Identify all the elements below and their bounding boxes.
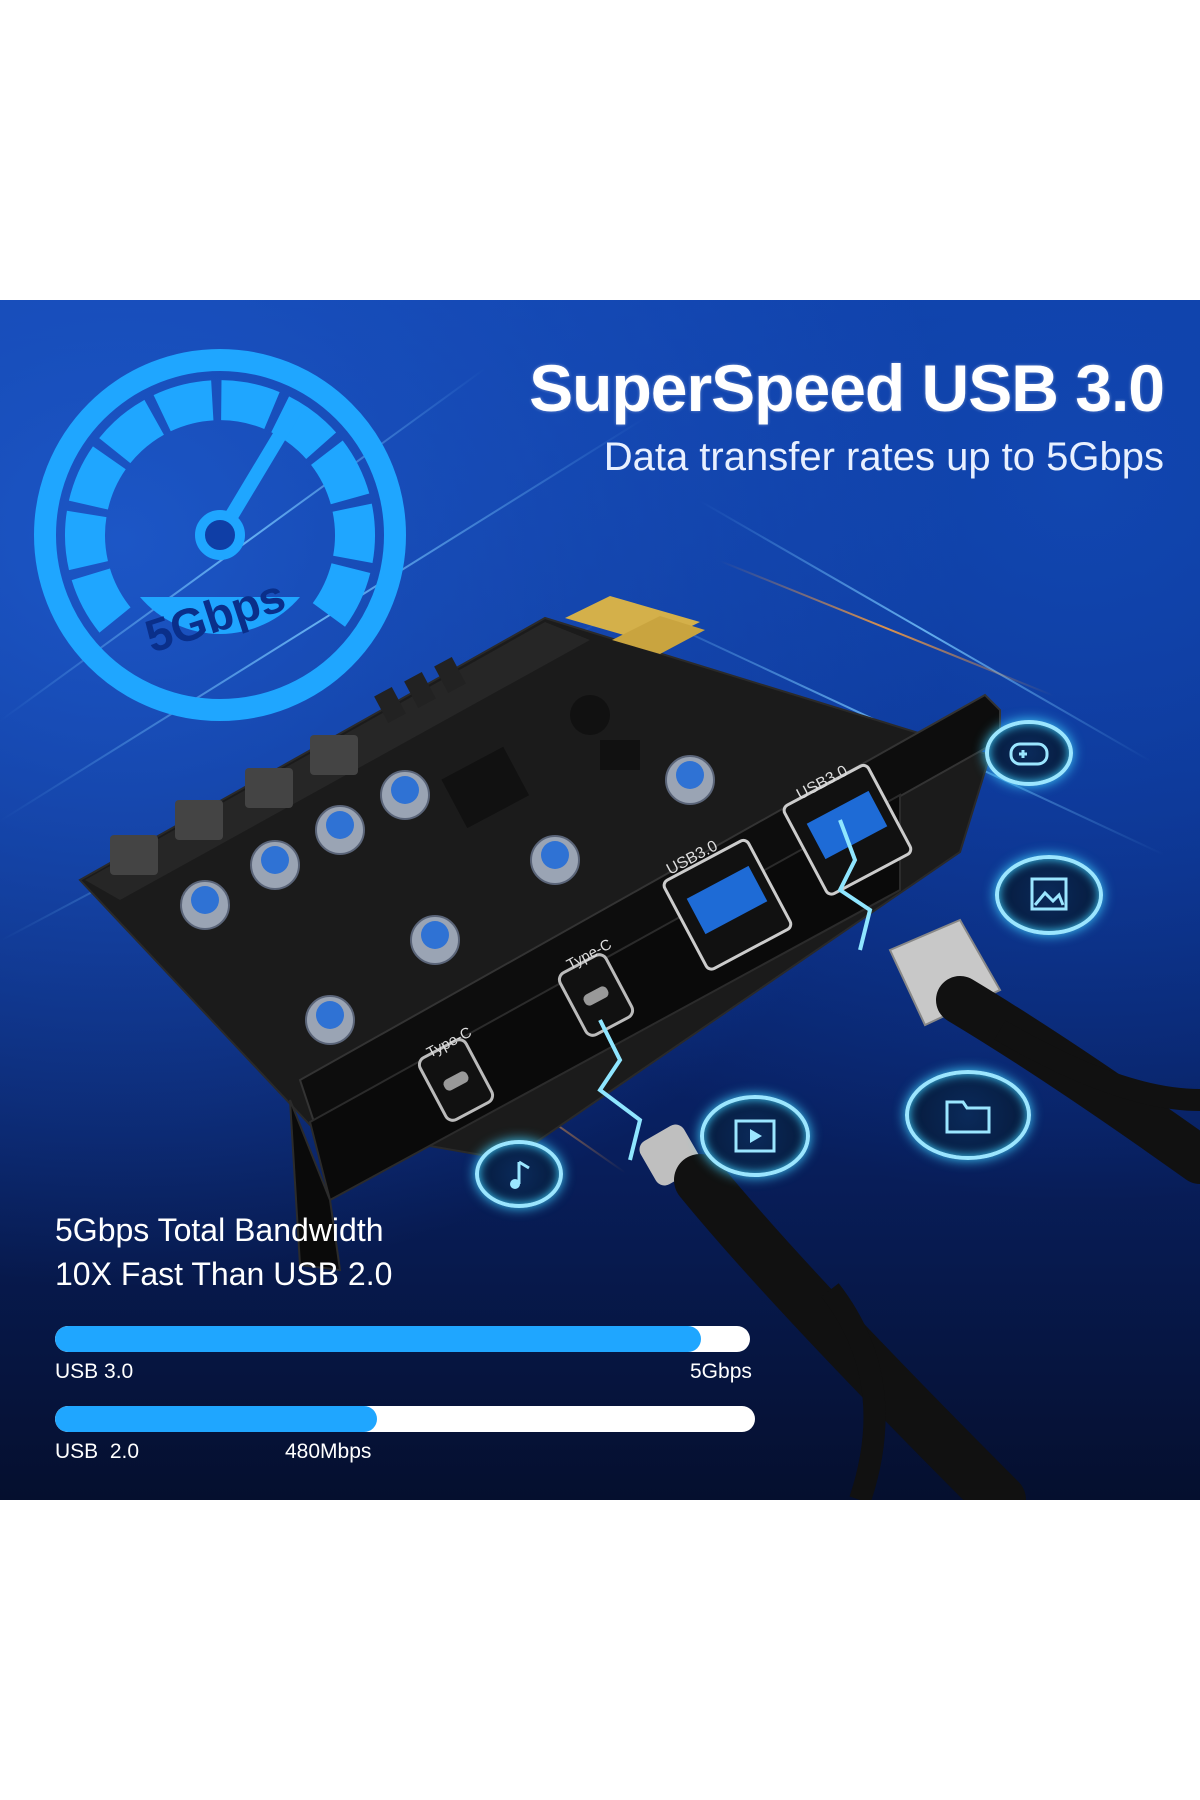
folder-icon <box>905 1070 1031 1160</box>
product-banner: 5Gbps SuperSpeed USB 3.0 Data transfer r… <box>0 300 1200 1500</box>
pcie-card-illustration: USB3.0 USB3.0 Type-C Type-C <box>78 596 1200 1500</box>
typec-port <box>417 1038 495 1122</box>
usb3-bar-value: 5Gbps <box>690 1360 752 1383</box>
gamepad-icon <box>985 720 1073 786</box>
speedometer-icon: 5Gbps <box>34 349 406 721</box>
usb3-speed-bar-fill <box>55 1326 702 1352</box>
music-icon <box>475 1140 563 1208</box>
usb3-speed-bar <box>55 1326 750 1352</box>
usb3-port <box>662 838 793 971</box>
usb2-speed-bar-fill <box>55 1406 377 1432</box>
image-icon <box>995 855 1103 935</box>
speed-comparison-text: 10X Fast Than USB 2.0 <box>55 1256 393 1292</box>
video-icon <box>700 1095 810 1177</box>
headline: SuperSpeed USB 3.0 <box>529 351 1165 425</box>
usb2-bar-label: USB 2.0 <box>55 1440 140 1463</box>
usb-c-cable <box>674 1154 1026 1500</box>
typec-port <box>557 953 635 1037</box>
usb2-bar-value: 480Mbps <box>285 1440 372 1463</box>
usb3-port <box>782 763 913 896</box>
subheadline: Data transfer rates up to 5Gbps <box>603 435 1164 479</box>
bandwidth-text: 5Gbps Total Bandwidth <box>55 1212 384 1248</box>
usb2-speed-bar <box>55 1406 755 1432</box>
usb3-bar-label: USB 3.0 <box>55 1360 134 1383</box>
